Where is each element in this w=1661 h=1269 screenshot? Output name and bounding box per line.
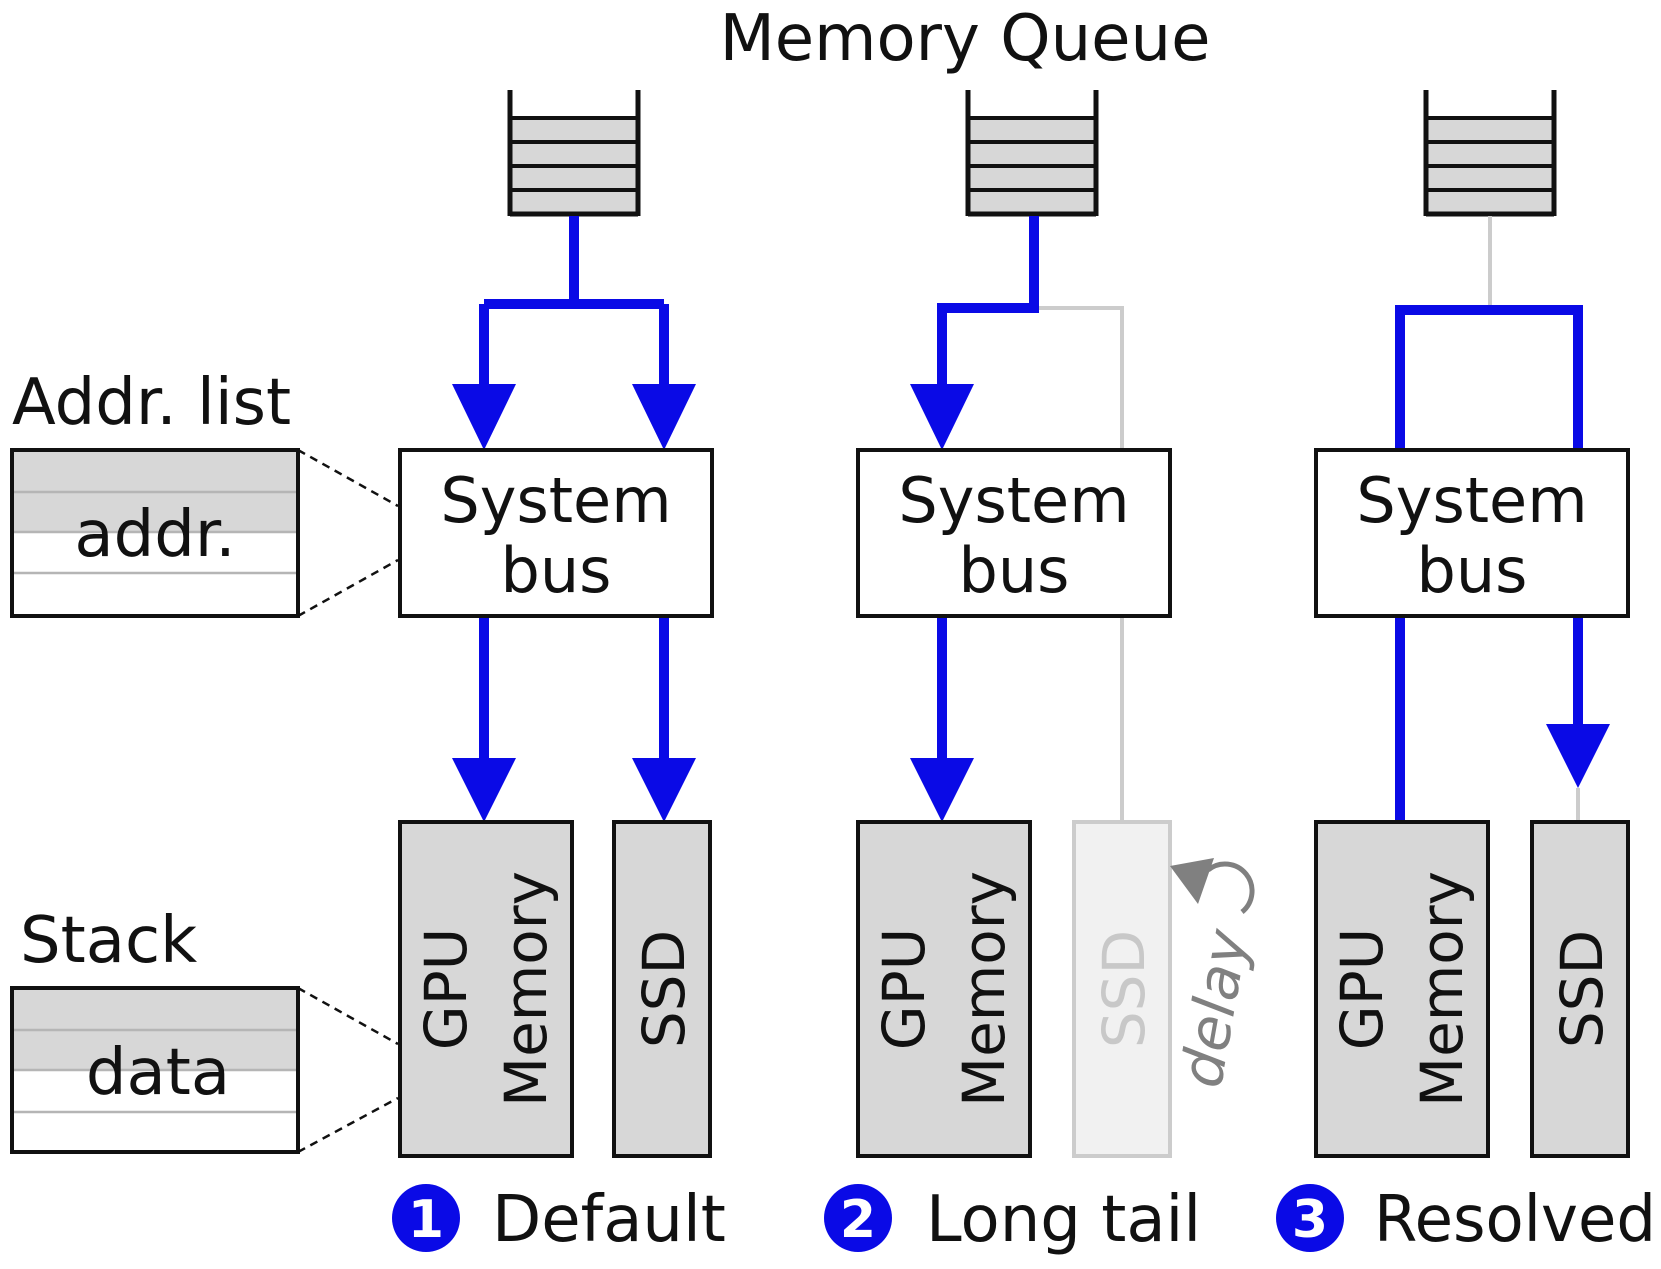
- system-bus-label: bus: [959, 534, 1070, 607]
- system-bus-box: [398, 448, 714, 618]
- stack-box: [10, 986, 300, 1154]
- panel-default: System bus GPU Memory SSD 1 Default: [392, 90, 726, 1257]
- arrow-head: [632, 758, 696, 822]
- gpu-memory-box: [398, 820, 574, 1158]
- addr-list-title: Addr. list: [12, 366, 291, 440]
- addr-list-connector-top: [297, 448, 399, 508]
- panel-caption: Long tail: [926, 1183, 1201, 1257]
- ssd-label-faded: SSD: [1090, 930, 1158, 1048]
- system-bus-label: bus: [1417, 534, 1528, 607]
- system-bus-label: System: [1356, 464, 1587, 537]
- step-number: 2: [840, 1190, 876, 1250]
- addr-list-box: [10, 448, 300, 618]
- path-queue-to-bus: [937, 216, 1039, 410]
- stack-cell-label: data: [86, 1036, 230, 1110]
- memory-queue-icon: [507, 90, 641, 217]
- step-number-badge: [392, 1184, 460, 1252]
- gpu-memory-label: GPU: [1328, 928, 1396, 1050]
- step-number: 3: [1292, 1190, 1328, 1250]
- gpu-memory-label: Memory: [492, 871, 560, 1107]
- gpu-memory-box: [1314, 820, 1490, 1158]
- memory-queue-icon: [965, 90, 1099, 217]
- arrow-head: [632, 384, 696, 450]
- path-queue-to-bus: [484, 216, 664, 309]
- addr-list-connector-bottom: [297, 558, 399, 618]
- diagram-title: Memory Queue: [720, 2, 1211, 76]
- system-bus-label: System: [440, 464, 671, 537]
- ssd-label: SSD: [630, 930, 698, 1048]
- panel-long-tail: System bus GPU Memory SSD delay 2 Long t…: [824, 90, 1262, 1257]
- loop-path-gpu-to-ssd: [1395, 305, 1583, 448]
- step-number-badge: [1276, 1184, 1344, 1252]
- gpu-memory-label: GPU: [870, 928, 938, 1050]
- arrow-head: [452, 758, 516, 822]
- ssd-box-faded: [1072, 820, 1172, 1158]
- arrow-head: [910, 758, 974, 822]
- system-bus-label: bus: [501, 534, 612, 607]
- gpu-memory-label: GPU: [412, 928, 480, 1050]
- arrow-head: [1546, 724, 1610, 788]
- system-bus-box: [1314, 448, 1630, 618]
- arrow-head: [910, 384, 974, 450]
- gpu-memory-label: Memory: [950, 871, 1018, 1107]
- delay-arrow-head: [1170, 858, 1214, 904]
- ssd-box: [612, 820, 712, 1158]
- panel-caption: Default: [492, 1183, 726, 1257]
- stack-connector-bottom: [297, 1096, 399, 1154]
- ssd-label: SSD: [1548, 930, 1616, 1048]
- step-number: 1: [408, 1190, 444, 1250]
- gpu-memory-label: Memory: [1408, 871, 1476, 1107]
- ssd-box: [1530, 820, 1630, 1158]
- step-number-badge: [824, 1184, 892, 1252]
- stack-title: Stack: [20, 904, 197, 978]
- system-bus-box: [856, 448, 1172, 618]
- addr-cell-label: addr.: [74, 498, 235, 572]
- arrow-head: [452, 384, 516, 450]
- panel-resolved: System bus GPU Memory SSD 3 Resolved: [1276, 90, 1656, 1257]
- memory-queue-icon: [1423, 90, 1557, 217]
- inactive-path-to-ssd: [1034, 306, 1124, 822]
- stack-connector-top: [297, 986, 399, 1046]
- delay-label: delay: [1167, 924, 1262, 1093]
- delay-loop-icon: [1206, 861, 1255, 914]
- panel-caption: Resolved: [1374, 1183, 1656, 1257]
- system-bus-label: System: [898, 464, 1129, 537]
- gpu-memory-box: [856, 820, 1032, 1158]
